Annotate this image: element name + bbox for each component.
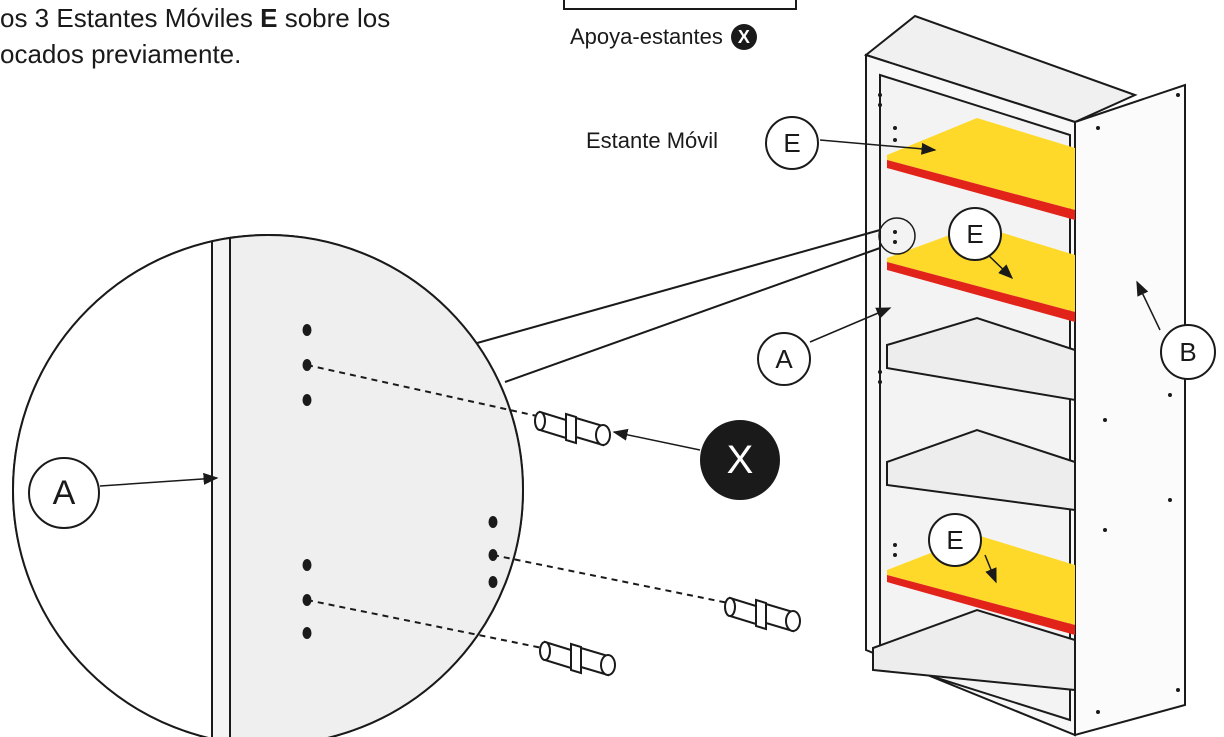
legend-item: Apoya-estantes X	[570, 24, 757, 50]
panel-callout-a: A	[757, 332, 811, 386]
shelf-pegs	[534, 410, 801, 677]
instruction-line-2: ocados previamente.	[0, 39, 242, 69]
side-panel-b	[1074, 83, 1186, 737]
shelf-movable-2	[887, 225, 1075, 322]
instruction-line-1: os 3 Estantes Móviles E sobre los	[0, 0, 470, 36]
removable-shelves	[887, 118, 1075, 635]
shelf-callout-e-2: E	[948, 207, 1002, 261]
instruction-text-part: os 3 Estantes Móviles	[0, 3, 261, 33]
shelf-fixed-2	[886, 428, 1076, 512]
legend-label: Apoya-estantes	[570, 24, 723, 49]
instruction-text: os 3 Estantes Móviles E sobre los ocados…	[0, 0, 470, 72]
shelf-fixed-3	[872, 608, 1076, 692]
detail-marker	[878, 217, 916, 255]
shelf-callout-e-3: E	[928, 513, 982, 567]
zoom-detail	[12, 234, 739, 737]
leader-arrows	[99, 139, 1161, 584]
legend-box	[563, 0, 797, 10]
peg-callout-x: X	[700, 420, 780, 500]
instruction-text-part: sobre los	[277, 3, 391, 33]
zoom-callout-a: A	[28, 457, 100, 529]
x-badge-icon: X	[730, 24, 757, 50]
peg-2	[724, 596, 801, 633]
panel-callout-b: B	[1160, 324, 1216, 380]
fixed-shelves	[872, 316, 1076, 692]
shelf-movable-1	[887, 118, 1075, 220]
hole-dots	[878, 93, 1180, 714]
shelf-callout-e-1: E	[765, 116, 819, 170]
peg-1	[534, 410, 611, 447]
movable-shelf-label: Estante Móvil	[586, 128, 719, 153]
instruction-bold-letter: E	[260, 3, 278, 33]
shelf-fixed-1	[886, 316, 1076, 402]
peg-3	[539, 640, 616, 677]
